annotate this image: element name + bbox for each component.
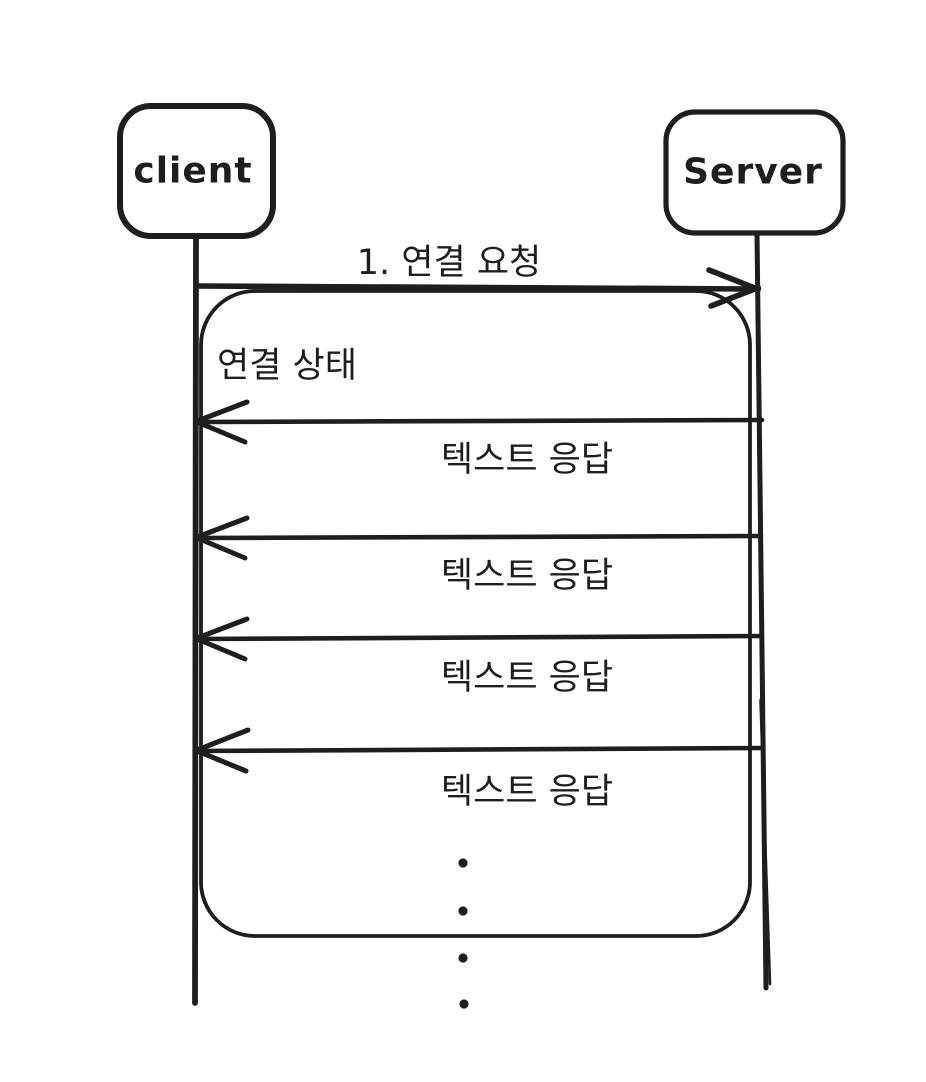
text-response-arrow-1-lower-barb (193, 419, 248, 445)
text-response-label-2: 텍스트 응답 (440, 556, 614, 596)
continuation-dot (458, 953, 468, 963)
text-response-arrow-3-line (194, 633, 764, 642)
text-response-arrow-4-lower-barb (193, 748, 249, 774)
server-lifeline (754, 230, 769, 991)
text-response-arrow-2-line (194, 533, 764, 541)
server-actor-label: Server (683, 151, 823, 193)
text-response-arrow-1-upper-barb (193, 399, 250, 424)
connect-request-arrow-line (196, 283, 756, 292)
connection-state-group-label: 연결 상태 (217, 346, 357, 386)
connect-request-arrow (196, 267, 762, 309)
text-response-arrow-3-upper-barb (193, 616, 250, 641)
text-response-arrow-2 (193, 515, 764, 561)
client-lifeline (192, 233, 199, 1006)
text-response-arrow-4 (193, 727, 763, 774)
text-response-arrow-1 (193, 399, 765, 445)
text-response-arrow-2-lower-barb (193, 535, 248, 561)
connect-request-arrowhead-upper-barb (706, 267, 759, 292)
connect-request-arrowhead-lower-barb (708, 285, 759, 309)
client-actor-label: client (133, 150, 253, 192)
connection-state-group-box (199, 289, 752, 938)
continuation-dot (458, 858, 468, 868)
text-response-arrow-1-line (194, 417, 765, 425)
text-response-arrow-3 (193, 616, 764, 662)
text-response-arrow-4-line (194, 745, 763, 754)
connect-request-label: 1. 연결 요청 (356, 243, 542, 283)
text-response-arrow-3-lower-barb (193, 636, 248, 662)
text-response-label-3: 텍스트 응답 (440, 658, 614, 698)
connect-request-arrow-tip-dot (752, 284, 762, 293)
text-response-arrow-2-upper-barb (193, 515, 250, 540)
continuation-dot (459, 999, 469, 1009)
continuation-dots (458, 858, 469, 1009)
continuation-dot (458, 906, 468, 916)
text-response-arrow-4-upper-barb (193, 727, 251, 753)
text-response-label-4: 텍스트 응답 (440, 772, 614, 812)
text-response-label-1: 텍스트 응답 (440, 440, 614, 480)
